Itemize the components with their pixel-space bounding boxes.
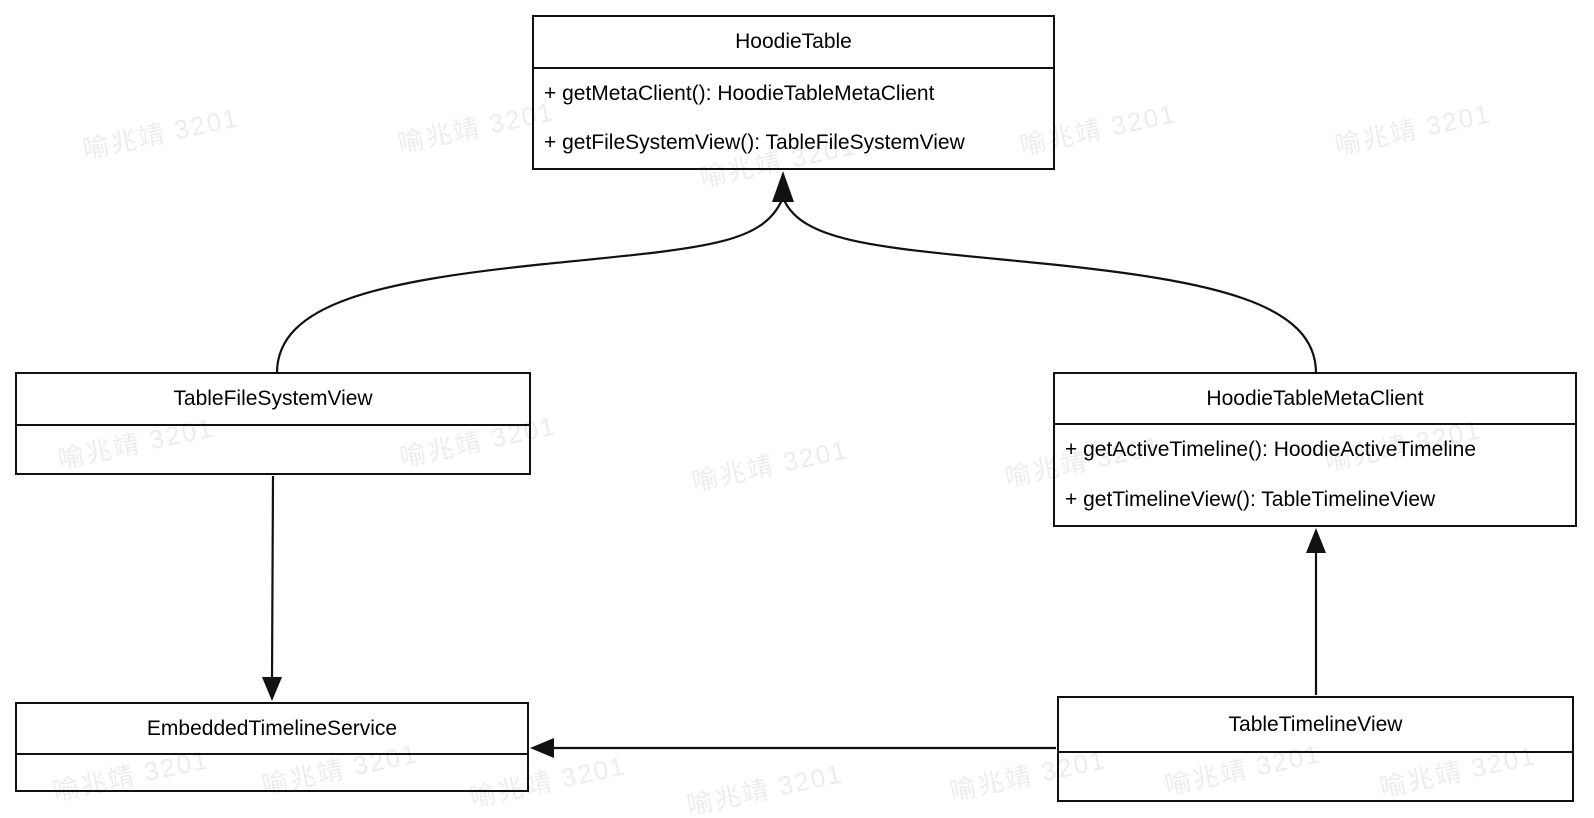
class-method: + getTimelineView(): TableTimelineView	[1065, 488, 1436, 511]
connector-table-file-system-view-to-embedded-timeline-service	[270, 475, 275, 681]
connector-hoodie-table-meta-client-to-hoodie-table	[783, 199, 1318, 374]
connector-table-file-system-view-to-hoodie-table	[275, 199, 783, 374]
class-table-timeline-view: TableTimelineView	[1057, 696, 1574, 802]
class-title-embedded-timeline-service: EmbeddedTimelineService	[17, 704, 527, 755]
class-body-hoodie-table-meta-client: + getActiveTimeline(): HoodieActiveTimel…	[1055, 425, 1575, 525]
class-body-hoodie-table: + getMetaClient(): HoodieTableMetaClient…	[534, 69, 1053, 168]
class-method: + getActiveTimeline(): HoodieActiveTimel…	[1065, 438, 1477, 461]
class-method: + getFileSystemView(): TableFileSystemVi…	[544, 131, 965, 155]
arrowhead-down-embedded-timeline-service	[262, 677, 282, 701]
class-title-hoodie-table-meta-client: HoodieTableMetaClient	[1055, 374, 1575, 425]
arrowhead-up-hoodie-table-meta-client	[1306, 528, 1326, 553]
class-title-table-file-system-view: TableFileSystemView	[17, 374, 529, 426]
class-title-hoodie-table: HoodieTable	[534, 17, 1053, 69]
class-method: + getMetaClient(): HoodieTableMetaClient	[544, 81, 935, 105]
arrowhead-up-hoodie-table	[772, 171, 794, 202]
class-hoodie-table: HoodieTable + getMetaClient(): HoodieTab…	[532, 15, 1055, 170]
arrowhead-left-embedded-timeline-service	[530, 738, 554, 758]
class-title-table-timeline-view: TableTimelineView	[1059, 698, 1572, 753]
class-hoodie-table-meta-client: HoodieTableMetaClient + getActiveTimelin…	[1053, 372, 1577, 527]
class-embedded-timeline-service: EmbeddedTimelineService	[15, 702, 529, 792]
class-table-file-system-view: TableFileSystemView	[15, 372, 531, 475]
